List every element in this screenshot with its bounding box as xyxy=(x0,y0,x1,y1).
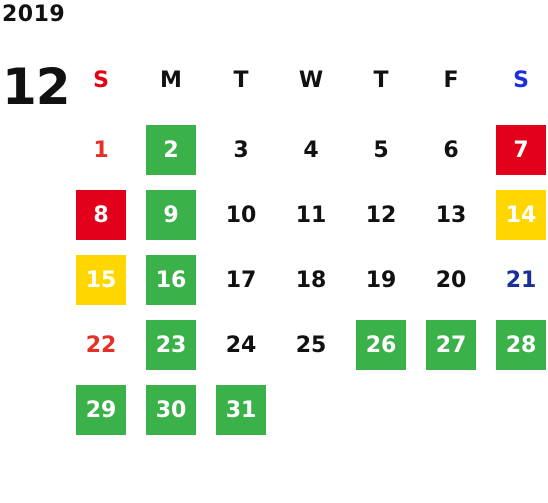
day-cell-16[interactable]: 16 xyxy=(146,255,196,305)
calendar-month: 12 xyxy=(2,58,71,116)
day-cell-11[interactable]: 11 xyxy=(295,202,327,228)
weekday-header-thu: T xyxy=(373,67,389,93)
weekday-header-tue: T xyxy=(233,67,249,93)
day-cell-4[interactable]: 4 xyxy=(303,137,319,163)
day-cell-2[interactable]: 2 xyxy=(146,125,196,175)
day-cell-30[interactable]: 30 xyxy=(146,385,196,435)
day-cell-18[interactable]: 18 xyxy=(295,267,327,293)
day-cell-5[interactable]: 5 xyxy=(373,137,389,163)
day-cell-29[interactable]: 29 xyxy=(76,385,126,435)
day-cell-28[interactable]: 28 xyxy=(496,320,546,370)
day-cell-6[interactable]: 6 xyxy=(443,137,459,163)
day-cell-23[interactable]: 23 xyxy=(146,320,196,370)
day-cell-17[interactable]: 17 xyxy=(225,267,257,293)
day-cell-24[interactable]: 24 xyxy=(225,332,257,358)
day-cell-1[interactable]: 1 xyxy=(93,137,109,163)
weekday-header-sat: S xyxy=(513,67,529,93)
day-cell-20[interactable]: 20 xyxy=(435,267,467,293)
day-cell-8[interactable]: 8 xyxy=(76,190,126,240)
day-cell-3[interactable]: 3 xyxy=(233,137,249,163)
day-cell-14[interactable]: 14 xyxy=(496,190,546,240)
day-cell-31[interactable]: 31 xyxy=(216,385,266,435)
day-cell-10[interactable]: 10 xyxy=(225,202,257,228)
weekday-header-fri: F xyxy=(443,67,459,93)
weekday-header-wed: W xyxy=(298,67,324,93)
weekday-header-sun: S xyxy=(93,67,109,93)
calendar-year: 2019 xyxy=(2,2,66,27)
day-cell-21[interactable]: 21 xyxy=(505,267,537,293)
day-cell-26[interactable]: 26 xyxy=(356,320,406,370)
day-cell-15[interactable]: 15 xyxy=(76,255,126,305)
day-cell-12[interactable]: 12 xyxy=(365,202,397,228)
day-cell-27[interactable]: 27 xyxy=(426,320,476,370)
day-cell-25[interactable]: 25 xyxy=(295,332,327,358)
day-cell-22[interactable]: 22 xyxy=(85,332,117,358)
weekday-header-mon: M xyxy=(160,67,182,93)
day-cell-9[interactable]: 9 xyxy=(146,190,196,240)
day-cell-7[interactable]: 7 xyxy=(496,125,546,175)
day-cell-13[interactable]: 13 xyxy=(435,202,467,228)
day-cell-19[interactable]: 19 xyxy=(365,267,397,293)
